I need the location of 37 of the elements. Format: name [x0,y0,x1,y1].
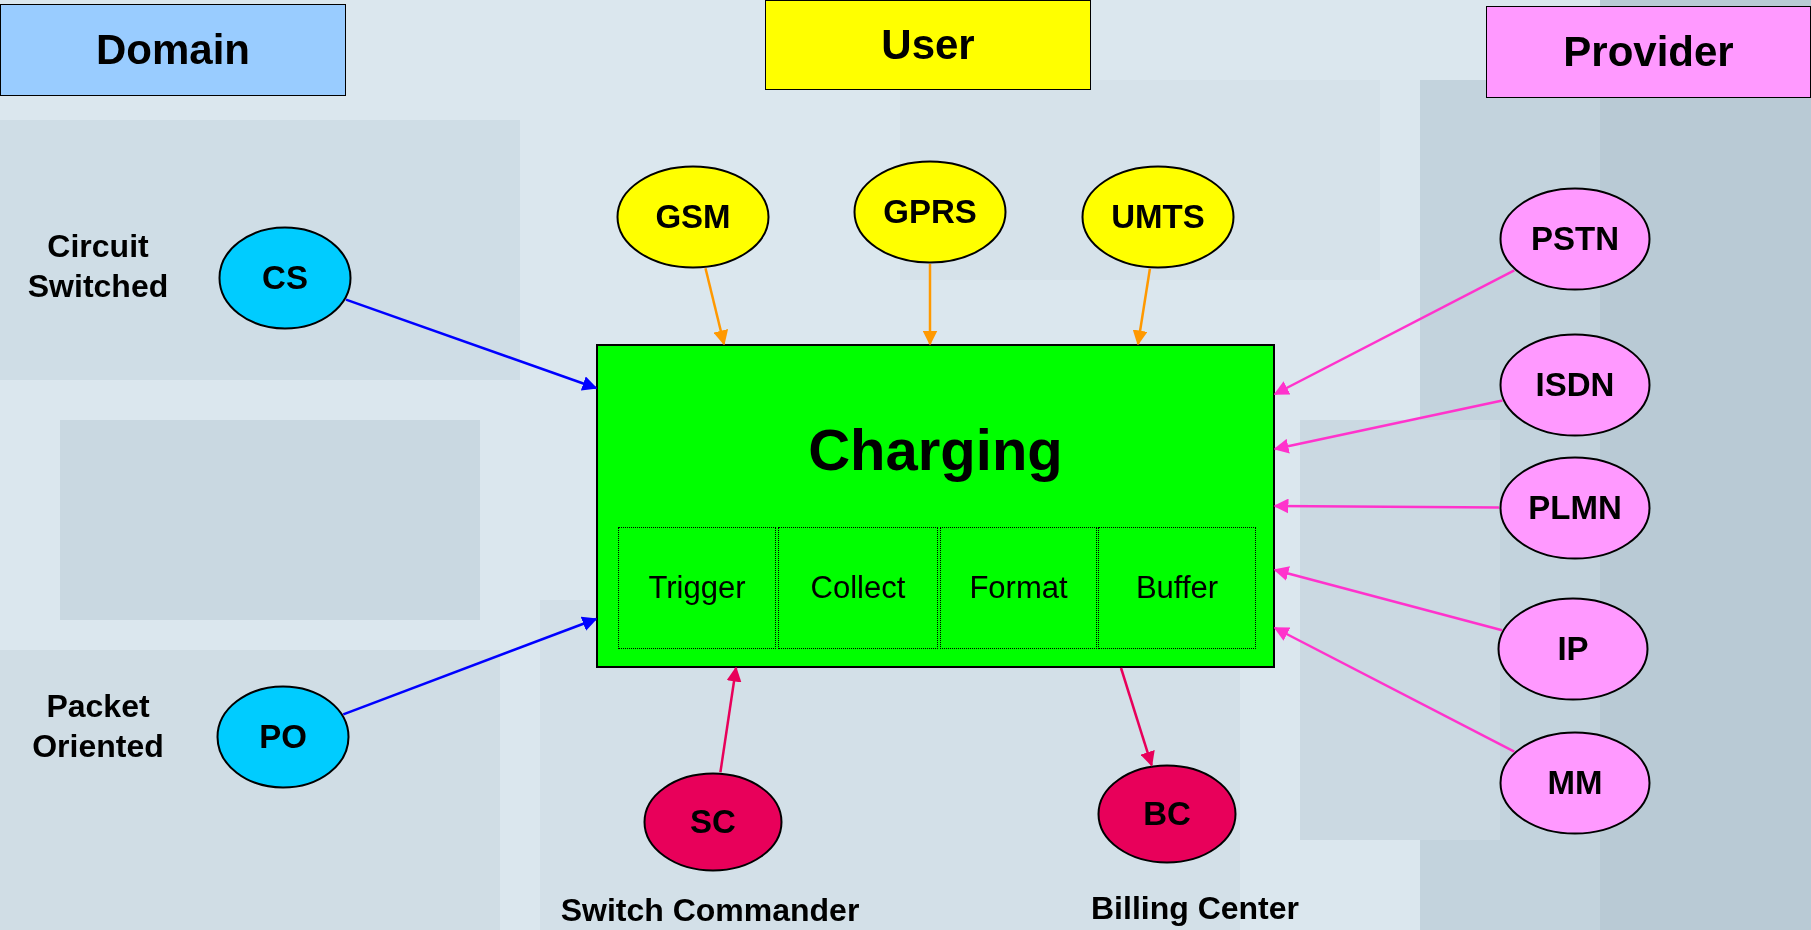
arrow [345,298,598,391]
process-box [596,344,1275,668]
arrow [704,268,729,346]
node-caption: Packet Oriented [31,687,165,766]
node-label: UMTS [1111,198,1205,236]
node-label: PSTN [1531,220,1619,258]
node-caption: Billing Center [1090,889,1300,928]
arrow [342,616,598,716]
node-label: SC [690,803,736,841]
arrow [1273,269,1515,396]
node-label: IP [1557,630,1589,668]
node-label: CS [262,259,308,297]
category-header: User [765,0,1091,90]
node-label: PLMN [1528,489,1622,527]
node-label: PO [259,718,307,756]
arrow [1273,498,1499,514]
step-box: Trigger [618,527,776,649]
node-label: MM [1547,764,1603,802]
arrow [1119,667,1155,767]
arrow [922,264,938,346]
category-header: Provider [1486,6,1811,98]
arrow [1273,566,1503,632]
node-label: GPRS [883,193,977,231]
step-box: Buffer [1098,527,1256,649]
arrow [719,666,742,773]
box-title: Charging [807,416,1064,483]
node-label: BC [1143,795,1191,833]
step-box: Format [940,527,1097,649]
arrow [1273,626,1515,753]
node-caption: Switch Commander [559,891,861,930]
node-label: ISDN [1535,366,1615,404]
step-box: Collect [778,527,938,649]
arrow [1132,268,1152,346]
category-header: Domain [0,4,346,96]
node-label: GSM [655,198,731,236]
node-caption: Circuit Switched [26,227,170,306]
arrow [1273,399,1503,454]
